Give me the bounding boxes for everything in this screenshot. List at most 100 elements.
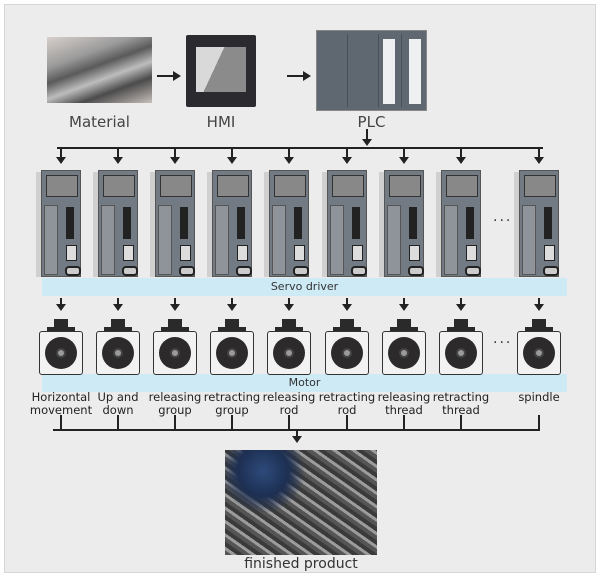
servo-driver xyxy=(36,170,81,277)
axis-label-line1: Up and xyxy=(97,390,139,404)
arrow-down-icon xyxy=(113,304,123,311)
axis-label-line2: group xyxy=(158,403,192,417)
motor-ellipsis: ··· xyxy=(493,335,513,351)
axis-label-line1: releasing xyxy=(262,390,316,404)
arrow-line xyxy=(157,75,175,77)
arrow-line xyxy=(117,298,119,305)
arrow-line xyxy=(538,147,540,159)
arrow-line xyxy=(288,147,290,159)
arrow-line xyxy=(296,429,298,439)
arrow-line xyxy=(366,129,368,141)
servo-driver xyxy=(264,170,309,277)
servo-motor xyxy=(517,319,561,375)
axis-line xyxy=(538,415,540,431)
arrow-line xyxy=(403,298,405,305)
hmi-label: HMI xyxy=(206,113,236,131)
arrow-line xyxy=(403,147,405,159)
arrow-line xyxy=(117,147,119,159)
arrow-line xyxy=(346,147,348,159)
arrow-line xyxy=(60,147,62,159)
arrow-right-icon xyxy=(303,71,311,81)
servo-motor xyxy=(325,319,369,375)
arrow-down-icon xyxy=(362,139,372,146)
arrow-down-icon xyxy=(170,157,180,164)
motor-band: Motor xyxy=(42,374,567,392)
servo-motor xyxy=(210,319,254,375)
axis-label-line2: rod xyxy=(337,403,357,417)
arrow-down-icon xyxy=(399,157,409,164)
arrow-down-icon xyxy=(113,157,123,164)
arrow-line xyxy=(60,298,62,305)
axis-label-line2: thread xyxy=(385,403,423,417)
plc-image xyxy=(316,30,427,111)
servo-driver xyxy=(514,170,559,277)
arrow-line xyxy=(174,298,176,305)
servo-driver xyxy=(436,170,481,277)
arrow-down-icon xyxy=(292,436,302,443)
axis-line xyxy=(346,415,348,431)
arrow-down-icon xyxy=(456,304,466,311)
axis-label: spindle xyxy=(507,391,571,404)
arrow-line xyxy=(460,298,462,305)
driver-ellipsis: ··· xyxy=(493,213,513,229)
arrow-line xyxy=(346,298,348,305)
axis-line xyxy=(60,415,62,431)
finished-product-image xyxy=(225,450,377,555)
axis-label-line1: retracting xyxy=(432,390,490,404)
servo-driver xyxy=(322,170,367,277)
servo-motor xyxy=(153,319,197,375)
finished-product-label: finished product xyxy=(244,556,358,572)
arrow-line xyxy=(460,147,462,159)
bus-line xyxy=(57,147,543,149)
axis-line xyxy=(231,415,233,431)
servo-motor xyxy=(96,319,140,375)
hmi-image xyxy=(186,35,256,107)
arrow-down-icon xyxy=(227,304,237,311)
axis-label-line2: thread xyxy=(442,403,480,417)
axis-label-line2: movement xyxy=(29,403,93,417)
arrow-down-icon xyxy=(342,157,352,164)
material-image xyxy=(47,37,152,103)
axis-line xyxy=(288,415,290,431)
arrow-line xyxy=(288,298,290,305)
axis-label-line1: Horizontal xyxy=(31,390,91,404)
arrow-down-icon xyxy=(170,304,180,311)
servo-motor xyxy=(439,319,483,375)
arrow-line xyxy=(538,298,540,305)
axis-label-line1: releasing xyxy=(377,390,431,404)
axis-line xyxy=(117,415,119,431)
arrow-down-icon xyxy=(227,157,237,164)
axis-label-line2: down xyxy=(102,403,134,417)
axis-line xyxy=(460,415,462,431)
axis-label-line1: retracting xyxy=(203,390,261,404)
arrow-down-icon xyxy=(56,157,66,164)
arrow-down-icon xyxy=(56,304,66,311)
axis-label-line1: releasing xyxy=(148,390,202,404)
axis-label-line1: spindle xyxy=(518,390,560,404)
servo-motor xyxy=(382,319,426,375)
arrow-down-icon xyxy=(399,304,409,311)
arrow-down-icon xyxy=(284,304,294,311)
arrow-down-icon xyxy=(456,157,466,164)
axis-label-line2: rod xyxy=(279,403,299,417)
arrow-down-icon xyxy=(534,304,544,311)
material-label: Material xyxy=(69,113,130,131)
arrow-right-icon xyxy=(173,71,181,81)
servo-driver xyxy=(150,170,195,277)
axis-line xyxy=(174,415,176,431)
servo-motor xyxy=(267,319,311,375)
servo-driver xyxy=(379,170,424,277)
arrow-line xyxy=(231,147,233,159)
arrow-down-icon xyxy=(342,304,352,311)
arrow-line xyxy=(287,75,305,77)
arrow-down-icon xyxy=(534,157,544,164)
axis-label-line2: group xyxy=(215,403,249,417)
servo-driver xyxy=(207,170,252,277)
